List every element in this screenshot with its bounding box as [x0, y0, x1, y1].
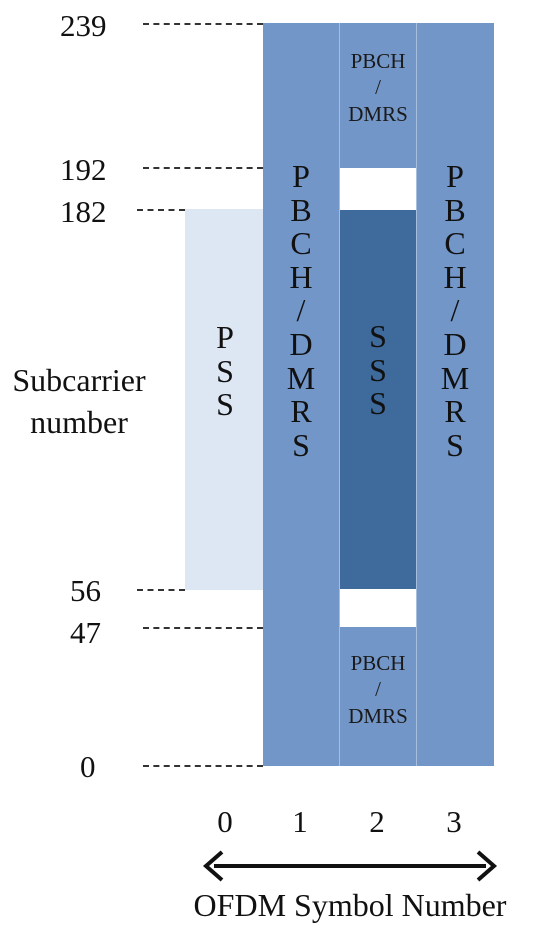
sss-letter-s3: S: [369, 385, 387, 422]
pbch-col1-letter: M: [286, 359, 316, 396]
y-tick-56: 56: [70, 573, 101, 608]
x-tick-0: 0: [217, 804, 233, 839]
y-tick-47: 47: [70, 615, 101, 650]
column-separator-1: [339, 23, 340, 766]
y-tick-0: 0: [80, 749, 96, 784]
pbch-top-line1: PBCH: [350, 49, 406, 73]
x-axis-arrow-right-head: [476, 850, 498, 882]
x-tick-1: 1: [292, 804, 308, 839]
pbch-top-label: PBCH / DMRS: [340, 48, 416, 127]
sss-block: S S S: [340, 210, 416, 589]
pbch-col3-letter: P: [446, 158, 464, 194]
pss-letter-s2: S: [216, 386, 234, 423]
pss-block: P S S: [185, 209, 265, 590]
pbch-col1-label: P B C H / D M R S: [263, 158, 339, 463]
pbch-col3-letter: H: [443, 258, 467, 295]
pbch-col3-label: P B C H / D M R S: [416, 158, 494, 463]
sss-label: S S S: [340, 210, 416, 421]
pbch-top-line2: /: [375, 75, 381, 100]
dash-56: [137, 589, 185, 591]
x-tick-2: 2: [369, 804, 385, 839]
pbch-bottom-line1: PBCH: [350, 651, 406, 675]
pbch-bottom-line3: DMRS: [348, 703, 408, 728]
y-axis-label-line2: number: [30, 403, 128, 440]
sss-letter-s1: S: [369, 318, 387, 354]
y-axis-label: Subcarrier number: [4, 360, 154, 443]
gap-upper: [340, 168, 416, 210]
x-axis-label: OFDM Symbol Number: [193, 887, 507, 923]
pbch-col3-letter: D: [443, 325, 467, 362]
pss-letter-s1: S: [216, 352, 234, 389]
pbch-col3-letter: R: [444, 393, 466, 430]
pbch-col1-letter: B: [290, 191, 312, 228]
y-tick-239: 239: [60, 8, 107, 43]
y-tick-182: 182: [60, 194, 107, 229]
dash-182: [137, 209, 185, 211]
pss-label: P S S: [185, 209, 265, 422]
pbch-col1-letter: /: [296, 292, 306, 329]
pbch-col1-letter: C: [290, 225, 312, 262]
y-axis-label-line1: Subcarrier: [12, 362, 146, 398]
pbch-col1-letter: S: [292, 426, 310, 463]
pss-letter-p: P: [216, 319, 234, 355]
pbch-col1-letter: P: [292, 158, 310, 194]
pbch-col1-letter: D: [289, 325, 313, 362]
pbch-bottom-line2: /: [375, 677, 381, 702]
pbch-col3-letter: B: [444, 191, 466, 228]
pbch-col3-letter: S: [446, 426, 464, 463]
pbch-col3-letter: /: [450, 292, 460, 329]
pbch-col1-letter: R: [290, 393, 312, 430]
pbch-top-line3: DMRS: [348, 101, 408, 126]
sss-letter-s2: S: [369, 351, 387, 388]
pbch-col3-letter: C: [444, 225, 466, 262]
pbch-col3-letter: M: [440, 359, 470, 396]
y-tick-192: 192: [60, 152, 107, 187]
gap-lower: [340, 589, 416, 627]
x-tick-3: 3: [446, 804, 462, 839]
pbch-col1-letter: H: [289, 258, 313, 295]
dash-47: [143, 627, 263, 629]
dash-192: [143, 167, 263, 169]
dash-0: [143, 765, 263, 767]
x-axis-arrow: [202, 850, 498, 882]
column-separator-2: [416, 23, 417, 766]
x-axis-arrow-left-head: [202, 850, 224, 882]
dash-239: [143, 23, 263, 25]
pbch-bottom-label: PBCH / DMRS: [340, 650, 416, 729]
